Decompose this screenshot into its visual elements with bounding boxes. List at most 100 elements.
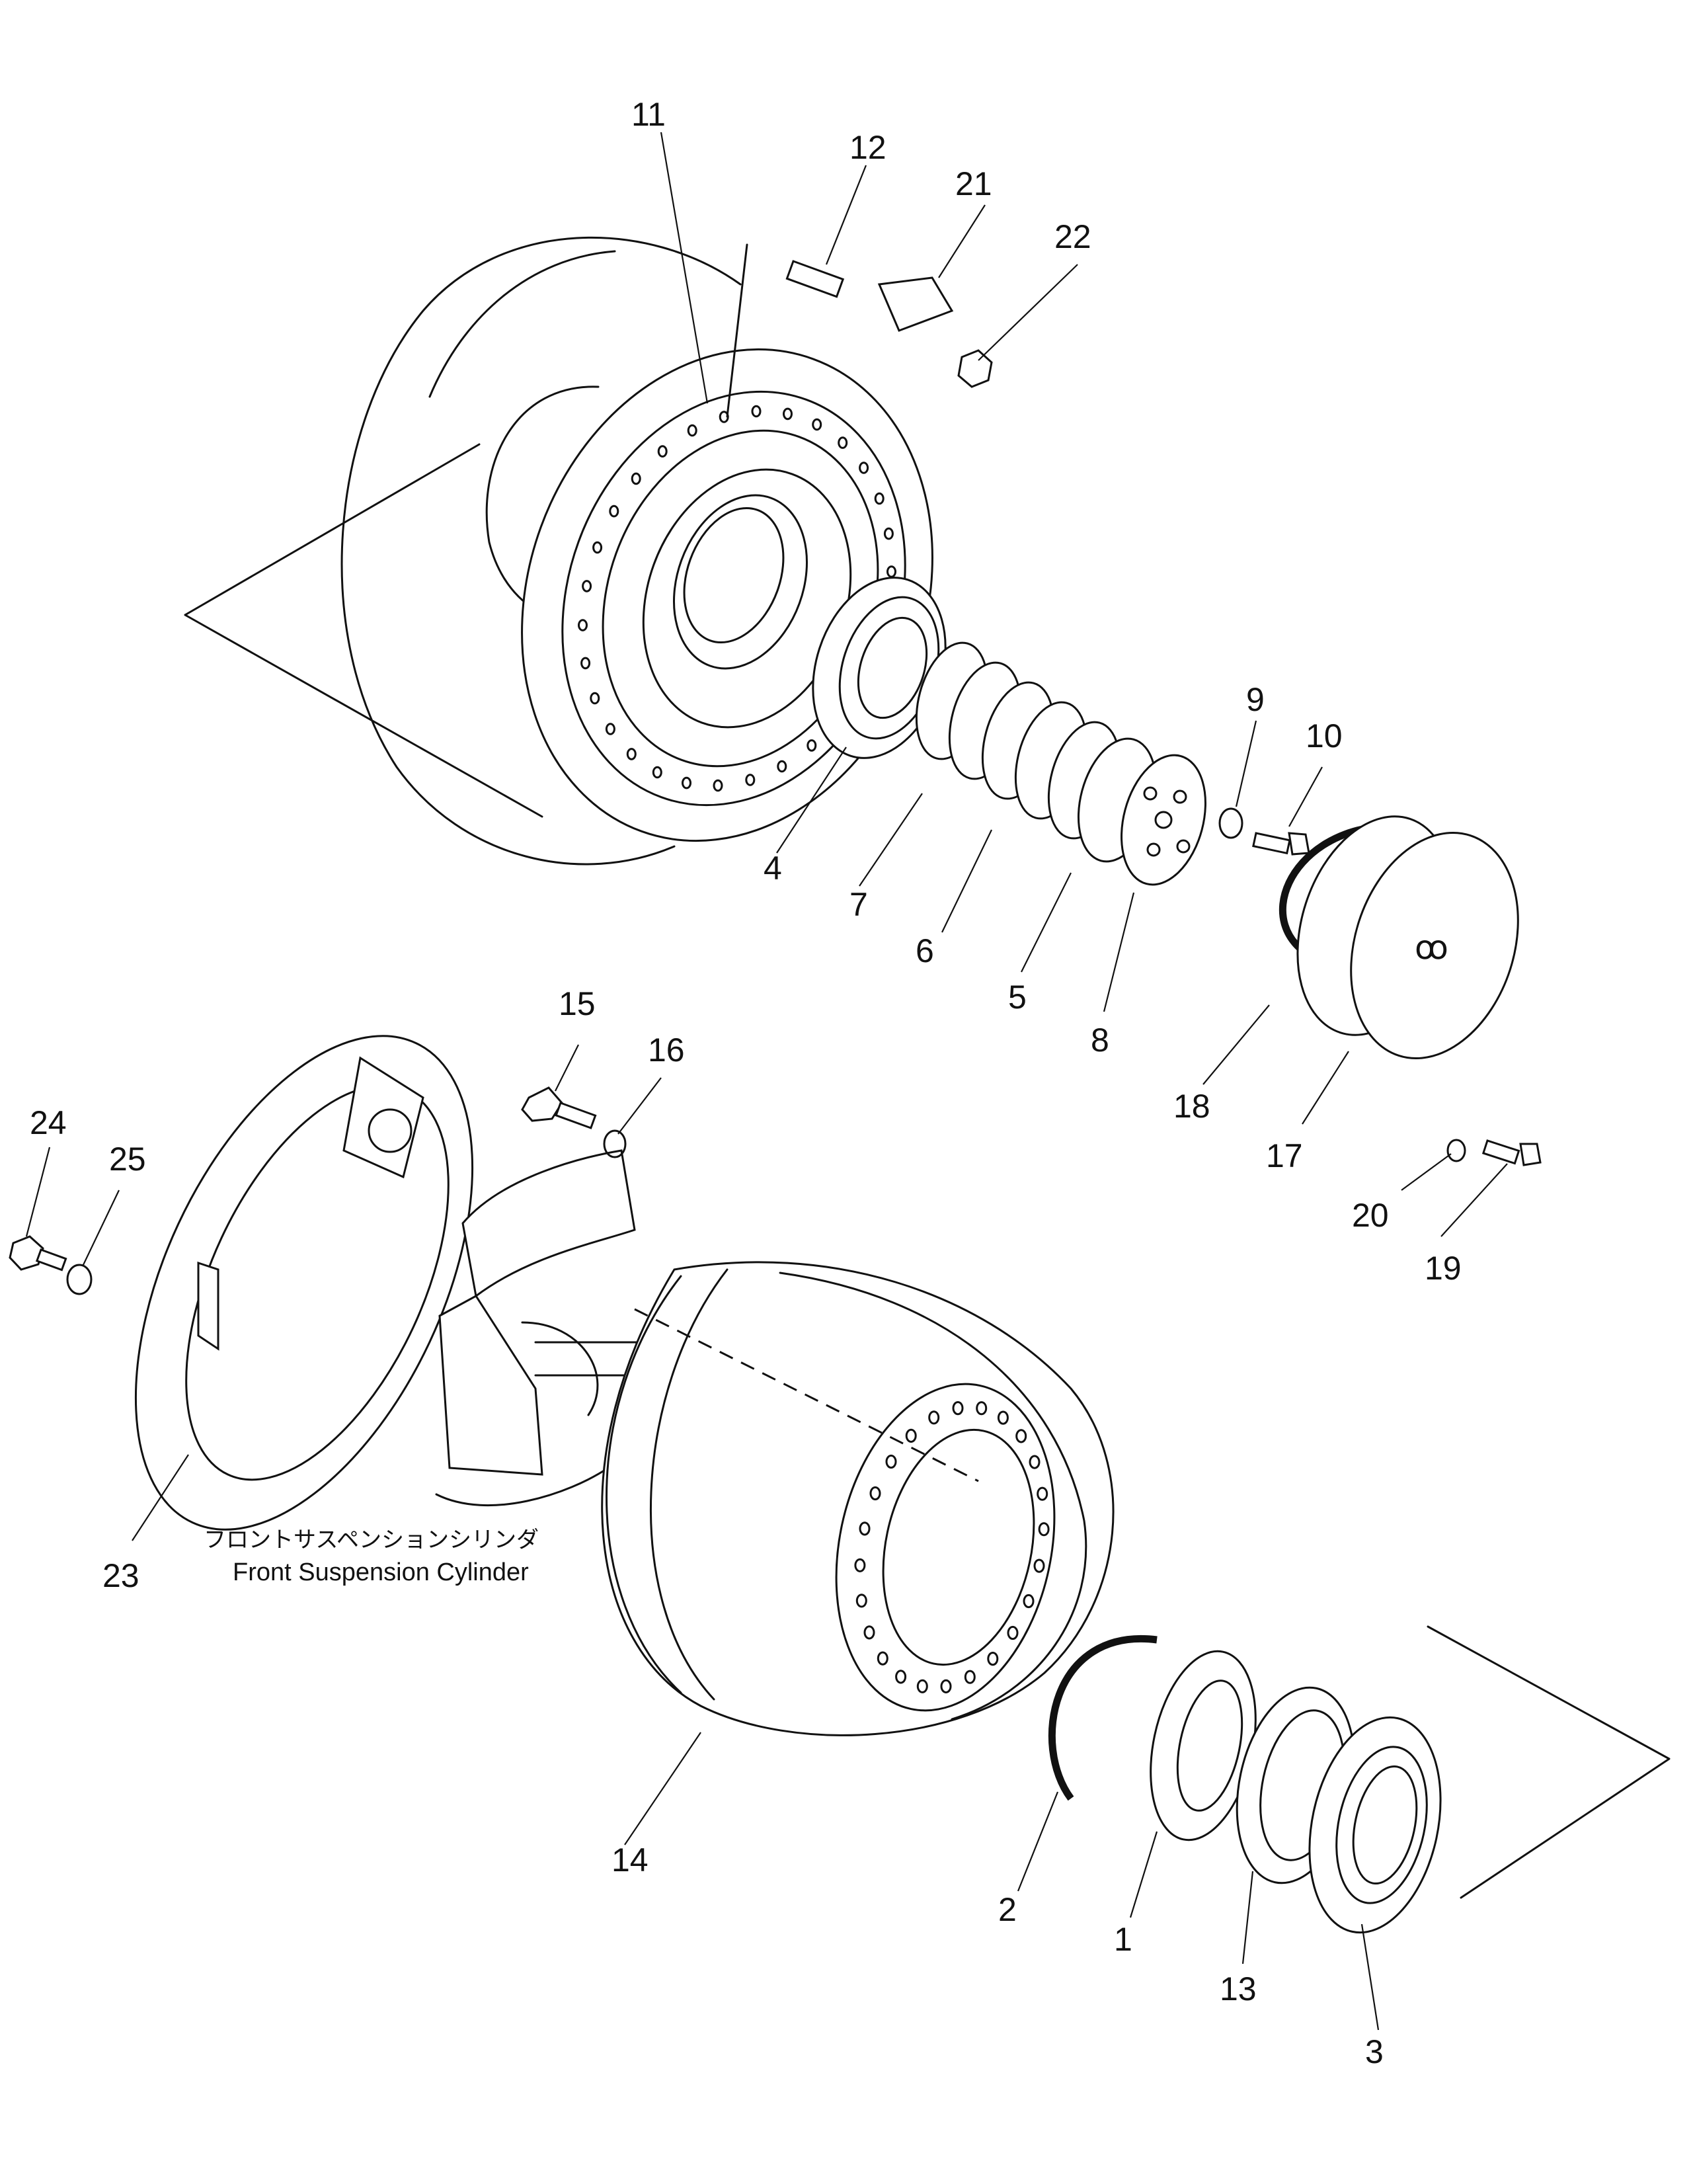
wheel-14 bbox=[601, 1261, 1115, 1736]
label-8: 8 bbox=[1091, 1022, 1109, 1059]
label-17: 17 bbox=[1266, 1137, 1303, 1174]
center-dashed-line bbox=[634, 1308, 979, 1482]
bolt-hole bbox=[1029, 1455, 1041, 1469]
bolt-hole bbox=[895, 1670, 907, 1684]
bolt-15 bbox=[521, 1086, 597, 1129]
bolt-hole bbox=[885, 1454, 897, 1469]
bolt-hole bbox=[859, 1521, 871, 1536]
bolt-hole bbox=[777, 760, 787, 773]
ground-plane-upper bbox=[184, 443, 543, 818]
bolt-hole bbox=[578, 619, 588, 631]
label-18: 18 bbox=[1173, 1088, 1210, 1125]
bolt-hole bbox=[869, 1486, 881, 1501]
caption-en: Front Suspension Cylinder bbox=[233, 1558, 529, 1586]
bolt-hole bbox=[807, 739, 817, 752]
label-9: 9 bbox=[1246, 681, 1265, 718]
dust-cover-23 bbox=[134, 1035, 474, 1531]
bolt-hole bbox=[609, 505, 619, 518]
stud-12 bbox=[785, 260, 845, 298]
shim-stack bbox=[915, 641, 1206, 886]
bolt-hole bbox=[976, 1401, 988, 1416]
label-6: 6 bbox=[916, 932, 934, 969]
washer-16 bbox=[603, 1129, 627, 1158]
wheel-rim-back bbox=[340, 236, 742, 866]
bolt-hole bbox=[652, 766, 662, 779]
bolt-24 bbox=[9, 1235, 67, 1272]
bolt-hole bbox=[580, 657, 591, 670]
bolt-19 bbox=[1481, 1139, 1542, 1166]
pointer-line bbox=[726, 243, 748, 418]
bolt-hole bbox=[964, 1670, 976, 1684]
label-21: 21 bbox=[955, 165, 992, 202]
label-12: 12 bbox=[849, 129, 886, 166]
bolt-holes-lower bbox=[854, 1401, 1050, 1693]
bearing-3 bbox=[1308, 1716, 1442, 1934]
label-11: 11 bbox=[631, 96, 666, 133]
label-25: 25 bbox=[109, 1141, 146, 1178]
snap-ring-2 bbox=[1048, 1635, 1158, 1801]
bolt-hole bbox=[713, 779, 723, 792]
label-10: 10 bbox=[1306, 717, 1343, 754]
upper-assembly: ꝏ bbox=[184, 236, 1519, 1060]
bolt-hole bbox=[905, 1428, 917, 1443]
bolt-hole bbox=[1038, 1522, 1050, 1537]
washer-20 bbox=[1446, 1139, 1466, 1162]
bolt-hole bbox=[1033, 1558, 1045, 1573]
label-4: 4 bbox=[764, 850, 782, 887]
label-5: 5 bbox=[1008, 979, 1027, 1016]
nut-22 bbox=[957, 349, 993, 388]
bolt-hole bbox=[812, 418, 822, 431]
bolt-hole bbox=[631, 472, 641, 485]
bolt-hole bbox=[626, 748, 637, 760]
bolt-hole bbox=[928, 1410, 940, 1425]
bolt-hole bbox=[687, 424, 697, 437]
label-3: 3 bbox=[1365, 2033, 1384, 2070]
label-20: 20 bbox=[1352, 1197, 1389, 1234]
label-15: 15 bbox=[559, 985, 596, 1022]
washer-25 bbox=[66, 1264, 93, 1295]
bolt-hole bbox=[874, 492, 885, 505]
bolt-hole bbox=[582, 580, 592, 592]
leader-lines bbox=[25, 132, 1508, 2031]
bolt-hole bbox=[592, 541, 603, 554]
bolt-hole bbox=[1007, 1625, 1019, 1640]
bolt-hole bbox=[838, 436, 848, 449]
bolt-hole bbox=[877, 1651, 888, 1666]
bolt-hole bbox=[863, 1625, 875, 1640]
bolt-hole bbox=[682, 776, 691, 789]
label-16: 16 bbox=[648, 1031, 685, 1069]
washer-9 bbox=[1218, 807, 1243, 839]
label-24: 24 bbox=[30, 1104, 67, 1141]
bolt-10 bbox=[1252, 832, 1310, 856]
bolt-hole bbox=[952, 1401, 964, 1416]
mount-bracket bbox=[435, 1149, 636, 1507]
bolt-hole bbox=[605, 723, 615, 735]
part-labels: 11 12 21 22 9 10 4 7 6 5 8 18 17 15 16 2… bbox=[30, 96, 1462, 2070]
label-23: 23 bbox=[102, 1557, 139, 1594]
bolt-hole bbox=[916, 1679, 928, 1693]
bolt-hole bbox=[854, 1558, 866, 1572]
ground-plane-lower bbox=[1427, 1625, 1671, 1899]
spindle bbox=[521, 1321, 599, 1416]
wheel-rim-inner-arc bbox=[428, 250, 616, 398]
cover-17: ꝏ bbox=[1296, 815, 1519, 1060]
label-7: 7 bbox=[849, 886, 868, 923]
bolt-hole bbox=[940, 1679, 952, 1693]
label-13: 13 bbox=[1220, 1970, 1257, 2007]
bolt-hole bbox=[783, 407, 793, 421]
cover-logo-icon: ꝏ bbox=[1415, 929, 1448, 966]
bolt-hole bbox=[987, 1652, 999, 1666]
bolt-hole bbox=[590, 692, 600, 705]
bolt-hole bbox=[883, 527, 894, 540]
label-1: 1 bbox=[1114, 1921, 1132, 1958]
cylinder-caption: フロントサスペンションシリンダ Front Suspension Cylinde… bbox=[204, 1527, 539, 1586]
bolt-hole bbox=[1015, 1429, 1027, 1443]
bolt-hole bbox=[859, 462, 869, 474]
bolt-hole bbox=[855, 1594, 867, 1608]
bolt-hole bbox=[751, 405, 762, 418]
bolt-hole bbox=[745, 774, 756, 786]
bolt-hole bbox=[1023, 1594, 1035, 1609]
bolt-hole bbox=[997, 1410, 1009, 1425]
label-2: 2 bbox=[998, 1891, 1017, 1928]
